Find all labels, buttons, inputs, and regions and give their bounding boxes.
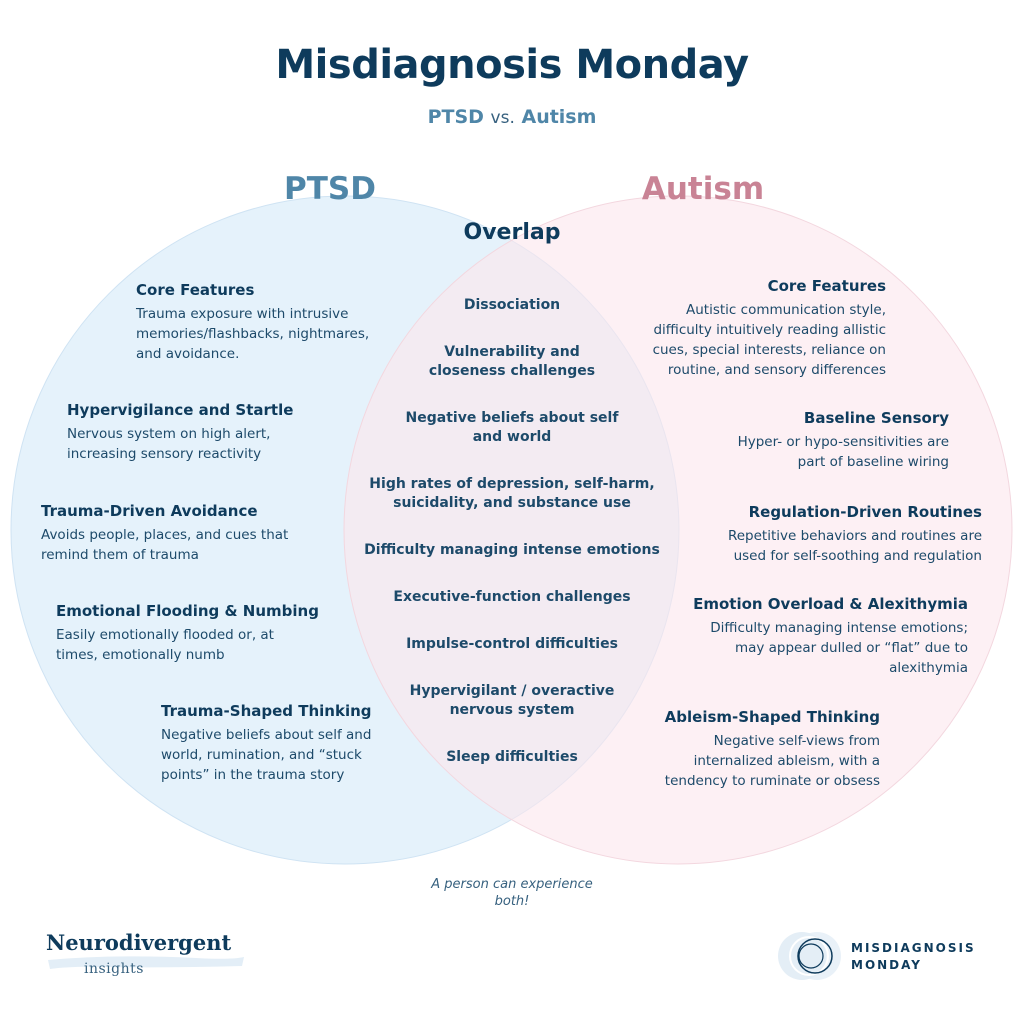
item-heading: Core Features xyxy=(136,281,255,299)
item-text: Difficulty managing intense emotions; ma… xyxy=(710,620,968,676)
misdiagnosis-monday-logo: MISDIAGNOSIS MONDAY xyxy=(775,928,995,988)
autism-item-thinking: Ableism-Shaped Thinking Negative self-vi… xyxy=(640,708,880,791)
ptsd-circle-label: PTSD xyxy=(284,171,376,207)
item-text: Trauma exposure with intrusive memories/… xyxy=(136,306,370,362)
ptsd-item-avoidance: Trauma-Driven Avoidance Avoids people, p… xyxy=(41,502,291,565)
brush-swash-icon xyxy=(48,956,244,969)
item-heading: Hypervigilance and Startle xyxy=(67,401,294,419)
ptsd-item-flooding: Emotional Flooding & Numbing Easily emot… xyxy=(56,602,336,665)
overlap-item: Difficulty managing intense emotions xyxy=(364,542,660,558)
item-text: Easily emotionally flooded or, at times,… xyxy=(56,627,274,663)
item-text: Negative beliefs about self and world, r… xyxy=(161,727,372,783)
subtitle-ptsd: PTSD xyxy=(427,106,484,128)
overlap-item: Vulnerability and closeness challenges xyxy=(428,344,596,379)
overlap-item: Sleep difficulties xyxy=(446,749,578,765)
autism-item-alexithymia: Emotion Overload & Alexithymia Difficult… xyxy=(678,595,968,678)
item-text: Avoids people, places, and cues that rem… xyxy=(41,527,289,563)
overlap-item: Hypervigilant / overactive nervous syste… xyxy=(409,683,615,718)
autism-circle xyxy=(343,195,1013,865)
ptsd-item-core-features: Core Features Trauma exposure with intru… xyxy=(136,281,386,364)
overlap-label: Overlap xyxy=(463,220,561,245)
item-text: Repetitive behaviors and routines are us… xyxy=(727,528,982,564)
overlap-item: High rates of depression, self-harm, sui… xyxy=(369,476,655,511)
item-heading: Emotion Overload & Alexithymia xyxy=(693,595,968,613)
subtitle-vs: vs. xyxy=(490,108,515,128)
item-heading: Core Features xyxy=(767,277,886,295)
page-subtitle: PTSD vs. Autism xyxy=(0,106,1024,128)
ptsd-item-hypervigilance: Hypervigilance and Startle Nervous syste… xyxy=(67,401,317,464)
subtitle-autism: Autism xyxy=(521,106,597,128)
autism-item-core-features: Core Features Autistic communication sty… xyxy=(625,277,886,380)
overlap-item: Negative beliefs about self and world xyxy=(405,410,619,445)
logo-text: MISDIAGNOSIS MONDAY xyxy=(851,940,976,974)
page-title: Misdiagnosis Monday xyxy=(275,42,749,88)
overlap-item: Impulse-control difficulties xyxy=(406,636,618,652)
rings-icon xyxy=(778,932,841,980)
item-text: Nervous system on high alert, increasing… xyxy=(67,426,271,462)
autism-item-sensory: Baseline Sensory Hyper- or hypo-sensitiv… xyxy=(720,409,949,472)
overlap-item: Dissociation xyxy=(463,297,561,313)
logo-line-1: MISDIAGNOSIS xyxy=(851,941,976,955)
item-heading: Emotional Flooding & Numbing xyxy=(56,602,319,620)
neurodivergent-insights-logo: Neurodivergent insights xyxy=(46,930,256,990)
logo-sub-text: insights xyxy=(84,961,144,977)
item-heading: Trauma-Driven Avoidance xyxy=(41,502,258,520)
footnote: A person can experience both! xyxy=(431,877,593,909)
item-heading: Baseline Sensory xyxy=(803,409,949,427)
autism-item-routines: Regulation-Driven Routines Repetitive be… xyxy=(700,503,982,566)
overlap-item: Executive-function challenges xyxy=(393,589,631,605)
item-heading: Trauma-Shaped Thinking xyxy=(161,702,372,720)
item-text: Hyper- or hypo-sensitivities are part of… xyxy=(737,434,949,470)
item-heading: Ableism-Shaped Thinking xyxy=(664,708,880,726)
item-text: Autistic communication style, difficulty… xyxy=(652,302,886,378)
item-text: Negative self-views from internalized ab… xyxy=(664,733,880,789)
logo-line-2: MONDAY xyxy=(851,958,922,972)
item-heading: Regulation-Driven Routines xyxy=(748,503,982,521)
ptsd-item-thinking: Trauma-Shaped Thinking Negative beliefs … xyxy=(161,702,401,785)
logo-main-text: Neurodivergent xyxy=(46,930,232,955)
autism-circle-label: Autism xyxy=(641,171,765,207)
